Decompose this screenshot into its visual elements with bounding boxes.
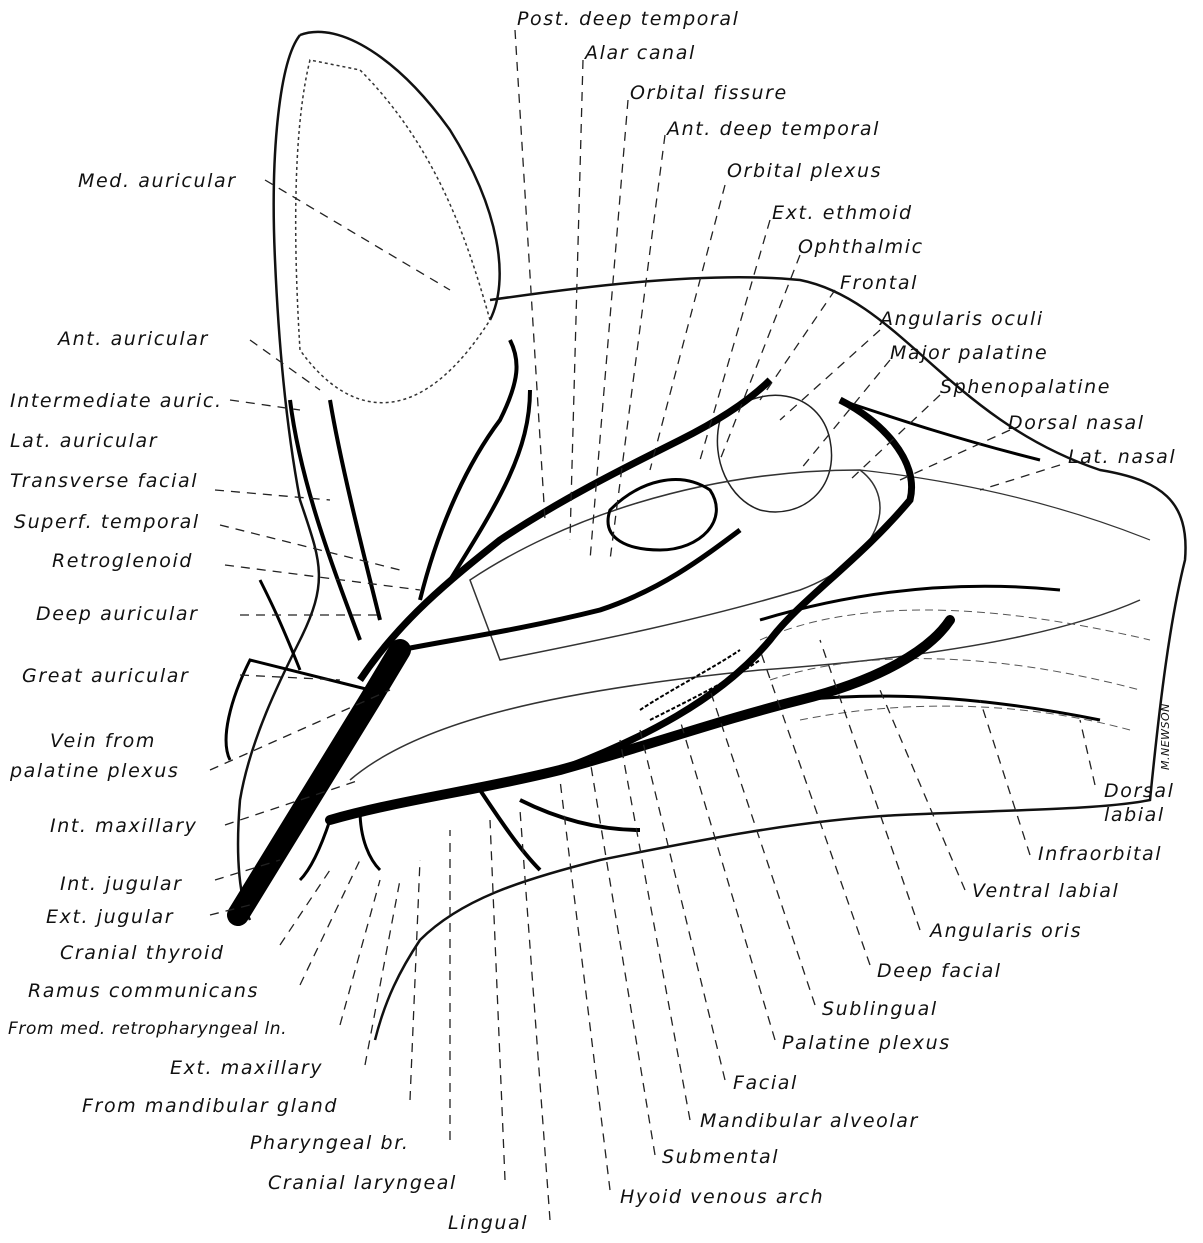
label-lat-nasal: Lat. nasal: [1068, 446, 1176, 468]
label-palatine-plexus: Palatine plexus: [782, 1032, 951, 1054]
label-intermediate-auric: Intermediate auric.: [10, 390, 223, 412]
label-ventral-labial: Ventral labial: [972, 880, 1119, 902]
label-ramus-communicans: Ramus communicans: [28, 980, 259, 1002]
label-ext-jugular: Ext. jugular: [46, 906, 174, 928]
label-frontal: Frontal: [840, 272, 918, 294]
label-ophthalmic: Ophthalmic: [798, 236, 924, 258]
label-facial: Facial: [733, 1072, 798, 1094]
zygomatic-outline: [470, 470, 880, 660]
label-deep-auricular: Deep auricular: [36, 603, 199, 625]
artist-signature: M.NEWSON: [1155, 703, 1177, 770]
label-infraorbital: Infraorbital: [1038, 843, 1162, 865]
label-cranial-thyroid: Cranial thyroid: [60, 942, 225, 964]
label-cranial-laryngeal: Cranial laryngeal: [268, 1172, 457, 1194]
label-great-auricular: Great auricular: [22, 665, 189, 687]
label-lat-auricular: Lat. auricular: [10, 430, 158, 452]
label-retroglenoid: Retroglenoid: [52, 550, 193, 572]
label-transverse-facial: Transverse facial: [10, 470, 198, 492]
label-alar-canal: Alar canal: [585, 42, 696, 64]
leader-lines: [210, 30, 1095, 1220]
orbital-plexus: [608, 480, 716, 550]
label-int-jugular: Int. jugular: [60, 873, 183, 895]
label-orbital-fissure: Orbital fissure: [630, 82, 788, 104]
label-med-auricular: Med. auricular: [78, 170, 237, 192]
label-vein-from: Vein from: [50, 730, 156, 752]
palatine-plexus: [640, 650, 760, 720]
label-labial: labial: [1104, 804, 1165, 826]
label-sphenopalatine: Sphenopalatine: [940, 376, 1111, 398]
label-from-mandibular-gland: From mandibular gland: [82, 1095, 338, 1117]
label-dorsal-nasal: Dorsal nasal: [1008, 412, 1145, 434]
label-ext-ethmoid: Ext. ethmoid: [772, 202, 913, 224]
label-int-maxillary: Int. maxillary: [50, 815, 198, 837]
ext-jugular-vein: [330, 620, 950, 820]
label-angularis-oris: Angularis oris: [930, 920, 1082, 942]
label-ant-auricular: Ant. auricular: [58, 328, 209, 350]
label-from-med-retropharyngeal: From med. retropharyngeal ln.: [8, 1018, 287, 1040]
label-sublingual: Sublingual: [822, 998, 938, 1020]
auricular-veins: [290, 340, 530, 640]
label-palatine-plexus-left: palatine plexus: [10, 760, 179, 782]
label-angularis-oculi: Angularis oculi: [880, 308, 1044, 330]
label-ext-maxillary: Ext. maxillary: [170, 1057, 323, 1079]
label-mandibular-alveolar: Mandibular alveolar: [700, 1110, 919, 1132]
label-submental: Submental: [662, 1146, 779, 1168]
teeth-region: [760, 610, 1150, 730]
label-post-deep-temporal: Post. deep temporal: [517, 8, 740, 30]
label-hyoid-venous-arch: Hyoid venous arch: [620, 1186, 824, 1208]
label-major-palatine: Major palatine: [890, 342, 1048, 364]
label-superf-temporal: Superf. temporal: [14, 511, 200, 533]
ear-inner-outline: [296, 60, 490, 403]
mandible-outline: [350, 600, 1140, 780]
label-dorsal: Dorsal: [1104, 780, 1175, 802]
label-ant-deep-temporal: Ant. deep temporal: [667, 118, 880, 140]
label-orbital-plexus: Orbital plexus: [727, 160, 882, 182]
label-lingual: Lingual: [448, 1212, 528, 1234]
maxillary-vein: [400, 530, 740, 650]
jugular-trunk: [238, 650, 400, 915]
label-pharyngeal-br: Pharyngeal br.: [250, 1132, 410, 1154]
label-deep-facial: Deep facial: [877, 960, 1002, 982]
